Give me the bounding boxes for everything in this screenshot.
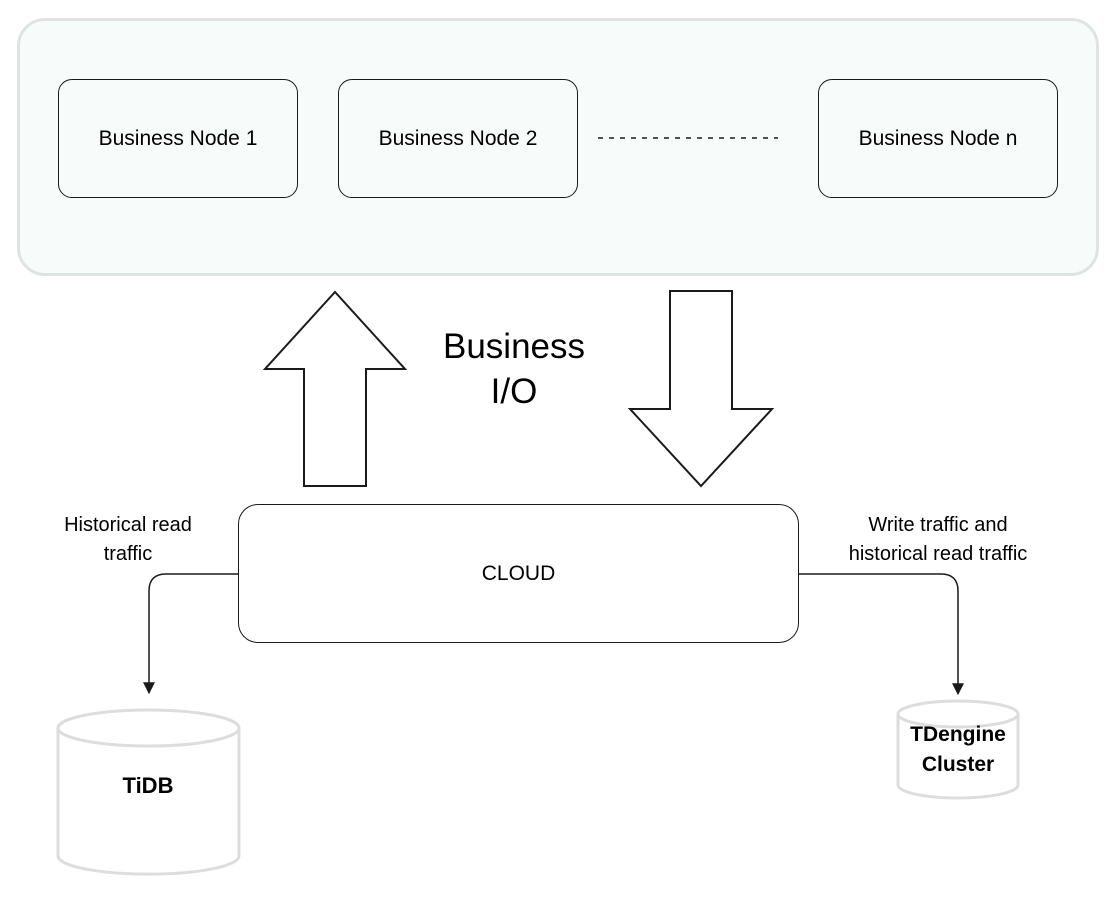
tdengine-cluster-label: TDengine Cluster [888, 720, 1028, 780]
historical-read-traffic-line-2: traffic [103, 543, 153, 565]
write-traffic-line-1: Write traffic and [868, 514, 1008, 536]
business-node-2-label: Business Node 2 [378, 126, 538, 150]
business-node-n-label: Business Node n [858, 126, 1018, 150]
tdengine-label-line-2: Cluster [921, 753, 995, 776]
upward-io-arrow [262, 290, 408, 487]
write-and-historical-traffic-label: Write traffic and historical read traffi… [818, 511, 1058, 569]
business-io-label: Business I/O [424, 324, 604, 414]
tidb-label-line-1: TiDB [122, 773, 174, 798]
downward-io-arrow [627, 290, 775, 488]
historical-read-traffic-line-1: Historical read [64, 514, 192, 536]
tidb-cylinder [56, 708, 241, 876]
tidb-label: TiDB [88, 773, 208, 799]
write-traffic-line-2: historical read traffic [848, 543, 1028, 565]
tdengine-label-line-1: TDengine [910, 723, 1006, 746]
cloud-label: CLOUD [481, 561, 556, 585]
business-node-1: Business Node 1 [58, 79, 298, 198]
tdengine-connector [799, 573, 964, 696]
business-node-1-label: Business Node 1 [98, 126, 258, 150]
business-node-n: Business Node n [818, 79, 1058, 198]
tdengine-cylinder [896, 699, 1020, 800]
cloud-node: CLOUD [238, 504, 799, 643]
business-io-line-2: I/O [490, 372, 538, 411]
business-io-line-1: Business [442, 327, 586, 366]
historical-read-traffic-label: Historical read traffic [38, 511, 218, 569]
tidb-connector [143, 573, 238, 695]
business-node-2: Business Node 2 [338, 79, 578, 198]
